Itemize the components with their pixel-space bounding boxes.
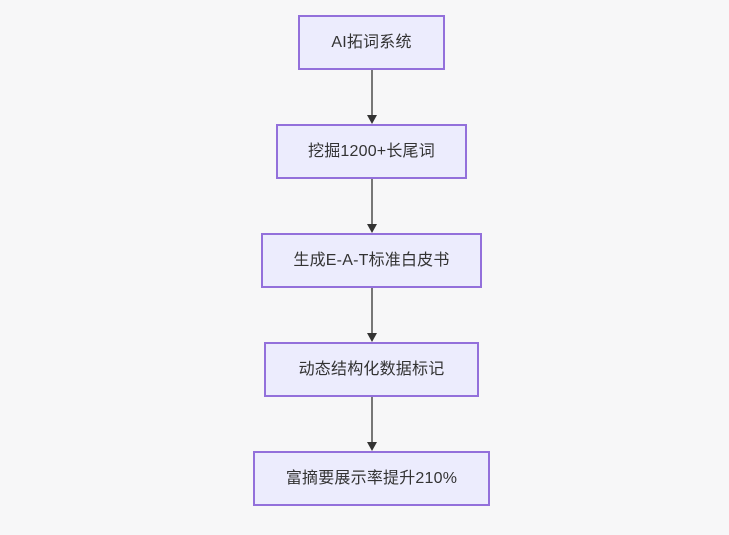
connector-node4-to-node5 xyxy=(366,397,377,451)
arrowhead-down-icon xyxy=(366,224,377,233)
connector-line xyxy=(370,179,373,224)
connector-line xyxy=(370,70,373,115)
flowchart-node-2-label: 挖掘1200+长尾词 xyxy=(308,142,435,160)
connector-line xyxy=(370,288,373,333)
flowchart-node-5[interactable]: 富摘要展示率提升210% xyxy=(253,451,490,506)
connector-node1-to-node2 xyxy=(366,70,377,124)
flowchart-node-5-label: 富摘要展示率提升210% xyxy=(285,469,458,487)
connector-node3-to-node4 xyxy=(366,288,377,342)
flowchart-node-4-label: 动态结构化数据标记 xyxy=(298,360,445,378)
arrowhead-down-icon xyxy=(366,442,377,451)
flowchart-node-1[interactable]: AI拓词系统 xyxy=(298,15,445,70)
flowchart-node-2[interactable]: 挖掘1200+长尾词 xyxy=(276,124,467,179)
connector-node2-to-node3 xyxy=(366,179,377,233)
flowchart-node-4[interactable]: 动态结构化数据标记 xyxy=(264,342,479,397)
arrowhead-down-icon xyxy=(366,333,377,342)
arrowhead-down-icon xyxy=(366,115,377,124)
flowchart-node-1-label: AI拓词系统 xyxy=(331,33,412,51)
flowchart-node-3-label: 生成E-A-T标准白皮书 xyxy=(293,251,450,269)
flowchart-node-3[interactable]: 生成E-A-T标准白皮书 xyxy=(261,233,482,288)
connector-line xyxy=(370,397,373,442)
